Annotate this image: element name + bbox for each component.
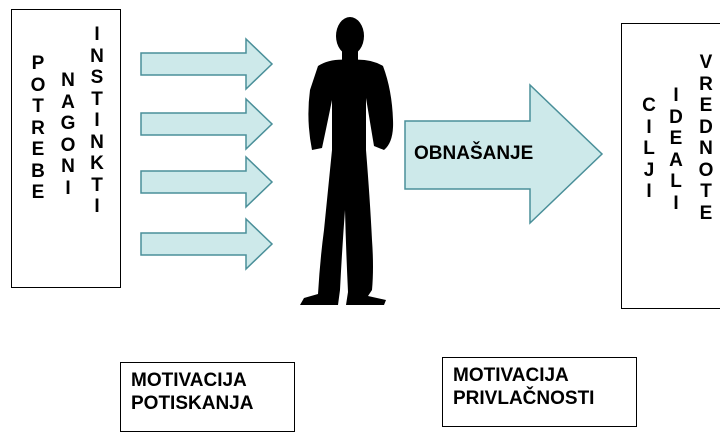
right-goals-box xyxy=(621,23,720,309)
push-motivation-line-2: POTISKANJA xyxy=(131,393,254,414)
vertical-letter: N xyxy=(90,45,104,67)
vertical-letter: T xyxy=(32,96,44,117)
person-silhouette-icon xyxy=(300,17,394,305)
vertical-letter: I xyxy=(646,116,652,138)
vertical-letter: N xyxy=(90,131,104,153)
vertical-letter: R xyxy=(699,73,713,95)
vertical-letter: B xyxy=(31,160,45,182)
vertical-letter: S xyxy=(90,67,104,88)
vertical-letter: A xyxy=(61,91,75,113)
vertical-letter: I xyxy=(94,196,100,217)
left-factors-box xyxy=(11,9,121,288)
pull-motivation-label: MOTIVACIJA PRIVLAČNOSTI xyxy=(442,357,637,427)
push-motivation-label: MOTIVACIJA POTISKANJA xyxy=(120,362,295,432)
vertical-letter: G xyxy=(60,113,76,134)
vertical-letter: D xyxy=(699,116,713,138)
vertical-letter: P xyxy=(31,53,45,74)
vertical-letter: T xyxy=(91,88,103,110)
pull-motivation-line-1: MOTIVACIJA xyxy=(453,365,569,386)
push-arrow-1 xyxy=(140,37,274,91)
behaviour-arrow xyxy=(404,83,604,225)
vertical-letter: I xyxy=(673,85,679,106)
behaviour-label: OBNAŠANJE xyxy=(414,143,534,164)
vertical-letter: I xyxy=(673,192,679,214)
push-arrows xyxy=(140,37,274,271)
push-arrow-2 xyxy=(140,97,274,151)
vertical-letter: I xyxy=(646,181,652,202)
vertical-letter: N xyxy=(61,156,75,177)
vertical-letter: E xyxy=(699,202,713,224)
vertical-letter: L xyxy=(643,138,655,159)
diagram-graphics xyxy=(140,17,604,305)
vertical-letter: T xyxy=(700,181,712,202)
vertical-letter: I xyxy=(94,24,100,45)
vertical-letter: O xyxy=(698,159,714,181)
vertical-letter: R xyxy=(31,117,45,139)
vertical-letter: J xyxy=(643,159,655,181)
vertical-letter: I xyxy=(65,177,71,199)
push-motivation-line-1: MOTIVACIJA xyxy=(131,370,247,391)
vertical-letter: E xyxy=(669,128,683,149)
vertical-letter: O xyxy=(30,74,46,96)
vertical-letter: A xyxy=(669,149,683,171)
vertical-letter: V xyxy=(699,52,713,73)
push-arrow-3 xyxy=(140,155,274,209)
vertical-letter: I xyxy=(94,110,100,131)
vertical-letter: L xyxy=(670,171,682,192)
vertical-letter: O xyxy=(60,134,76,156)
pull-motivation-line-2: PRIVLAČNOSTI xyxy=(453,388,595,409)
vertical-letter: C xyxy=(642,95,656,116)
vertical-letter: E xyxy=(31,182,45,203)
push-arrow-4 xyxy=(140,217,274,271)
vertical-letter: K xyxy=(90,153,104,174)
vertical-letter: N xyxy=(61,70,75,91)
vertical-letter: T xyxy=(91,174,103,196)
vertical-letter: E xyxy=(699,95,713,116)
vertical-letter: D xyxy=(669,106,683,128)
vertical-letter: N xyxy=(699,138,713,159)
vertical-letter: E xyxy=(31,139,45,160)
